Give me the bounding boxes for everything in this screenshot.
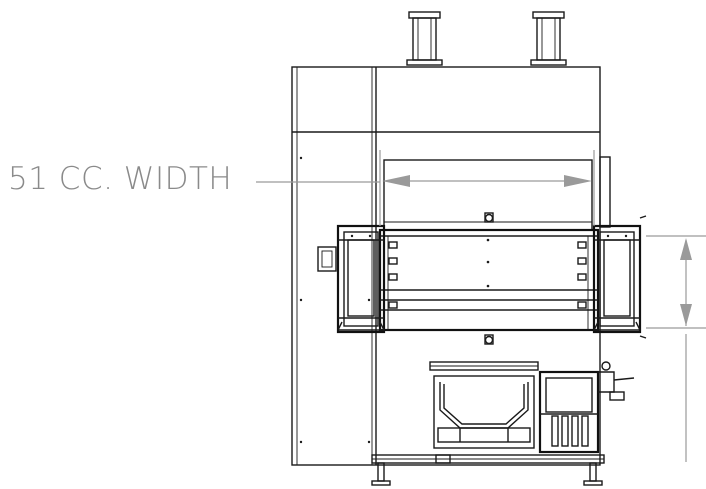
support-frame	[371, 454, 605, 486]
right-door-bracket	[592, 215, 647, 339]
height-dimension	[646, 235, 706, 462]
exhaust-stack-right	[530, 11, 567, 66]
width-dimension	[256, 150, 595, 226]
control-box	[538, 361, 635, 454]
width-dimension-label: 51 CC. WIDTH	[8, 161, 233, 197]
left-door-bracket	[336, 224, 386, 334]
hopper-assembly	[429, 361, 539, 449]
process-chamber	[378, 156, 611, 345]
exhaust-stack-left	[406, 11, 443, 66]
cabinet-body	[291, 66, 601, 466]
